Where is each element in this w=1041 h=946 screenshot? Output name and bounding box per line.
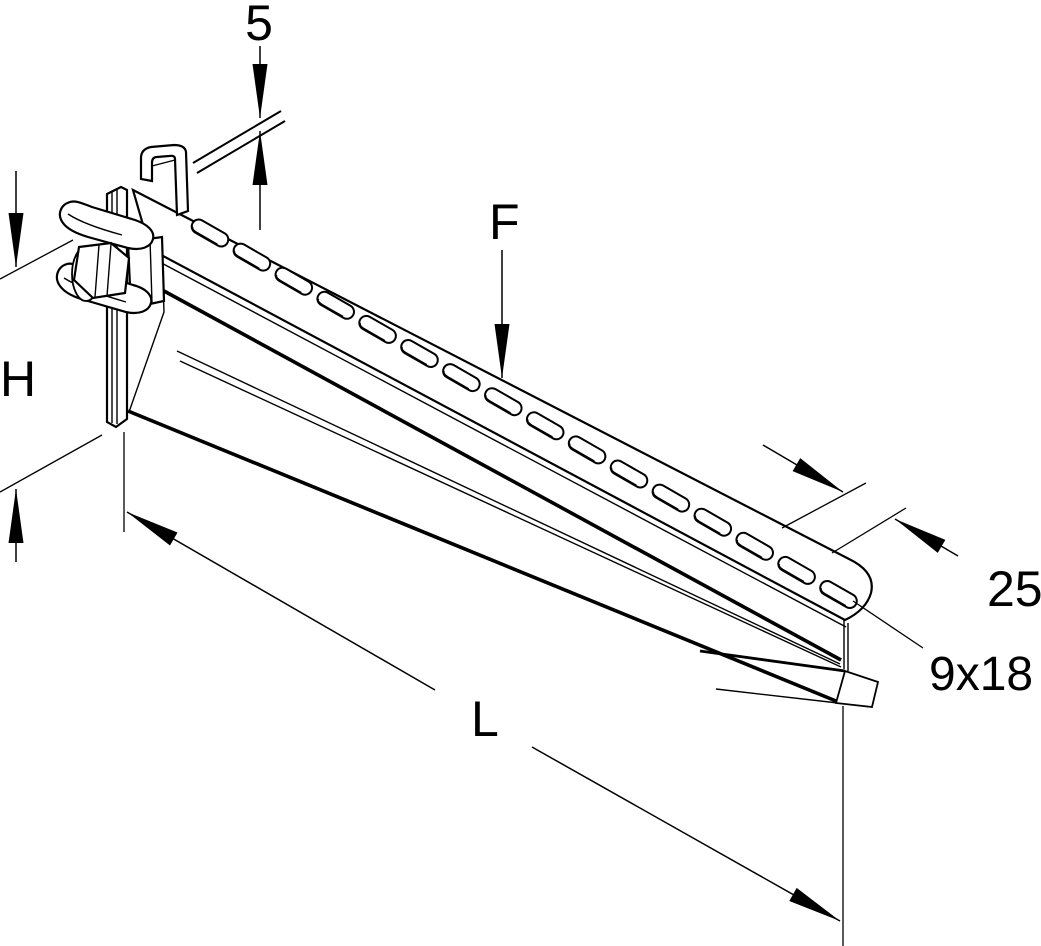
label-height: H <box>0 351 36 407</box>
hex-bolt-head <box>72 241 131 300</box>
slot-hole <box>609 459 649 489</box>
label-length: L <box>471 691 499 747</box>
slot-hole <box>693 507 733 537</box>
slot-hole <box>274 266 314 296</box>
slot-size-leader <box>852 600 924 649</box>
dimension-length <box>123 432 844 946</box>
slot-hole <box>484 387 523 417</box>
rail-hook <box>139 143 190 217</box>
rail-clamp <box>55 200 166 315</box>
dimension-slot-pitch <box>762 444 959 557</box>
slot-hole <box>358 314 397 344</box>
slot-hole <box>316 290 355 320</box>
slot-hole <box>651 483 691 513</box>
slot-hole <box>190 218 230 248</box>
slot-hole <box>400 339 439 368</box>
slot-hole <box>442 363 481 393</box>
slot-row <box>190 218 858 609</box>
label-rail-thickness: 5 <box>245 0 273 51</box>
dimension-height <box>0 171 103 562</box>
slot-hole <box>567 435 607 465</box>
slot-hole <box>735 531 774 561</box>
slot-hole <box>525 411 565 441</box>
clamp-claw-top <box>58 200 155 251</box>
arm-end-plate <box>834 669 880 708</box>
arm-tip <box>699 620 880 708</box>
arm-top-thickness-line <box>153 258 847 628</box>
label-slot-pitch: 25 <box>987 561 1041 617</box>
arm-web <box>127 249 842 703</box>
wall-rail-edge <box>192 110 286 174</box>
label-slot-size: 9x18 <box>929 648 1033 701</box>
slot-hole <box>232 242 272 272</box>
slot-hole <box>777 555 816 585</box>
label-force: F <box>489 194 520 250</box>
slot-hole <box>819 580 858 609</box>
